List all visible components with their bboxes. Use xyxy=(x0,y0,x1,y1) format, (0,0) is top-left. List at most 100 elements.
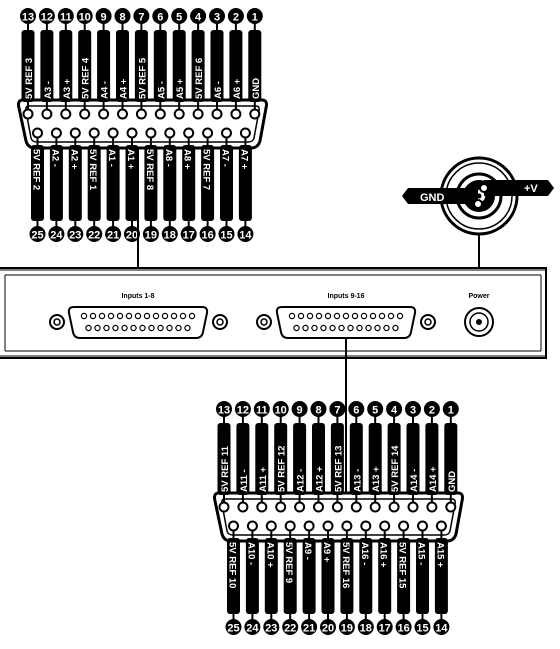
top-pin-hole-11 xyxy=(60,108,72,120)
port-hole xyxy=(342,312,350,320)
bottom-pin-hole-17 xyxy=(379,520,391,532)
top-pin-hole-10 xyxy=(79,108,91,120)
top-pin-number-9: 9 xyxy=(101,12,107,24)
port-hole xyxy=(134,312,142,320)
top-pin-7: 5V REF 5 7 xyxy=(133,8,150,120)
top-pin-25: 5V REF 225 xyxy=(29,127,46,242)
top-pin-number-19: 19 xyxy=(145,230,157,242)
top-pin-label-a8: A8 + xyxy=(182,149,193,170)
bottom-pin-label-a14: A14 + xyxy=(428,466,439,492)
bottom-pin-label-a13: A13 + xyxy=(371,466,382,492)
bottom-pin-hole-9 xyxy=(294,501,306,513)
top-pin-number-5: 5 xyxy=(176,12,182,24)
port-hole xyxy=(293,324,300,332)
bottom-pin-number-25: 25 xyxy=(227,623,239,635)
port-hole xyxy=(139,324,146,332)
bottom-pin-number-23: 23 xyxy=(265,623,277,635)
bottom-pin-hole-14 xyxy=(435,520,447,532)
port-hole xyxy=(396,312,404,320)
top-pin-label-5v-ref-5: 5V REF 5 xyxy=(137,57,148,99)
top-pin-label-a4: A4 - xyxy=(100,81,111,99)
port-hole xyxy=(184,324,191,332)
bottom-pin-18: A16 -18 xyxy=(357,520,374,635)
inputs-1-8-label: Inputs 1-8 xyxy=(121,293,154,300)
bottom-pin-number-20: 20 xyxy=(322,623,334,635)
top-pin-15: A7 -15 xyxy=(218,127,235,242)
top-pin-hole-5 xyxy=(173,108,185,120)
screw-post-right-2 xyxy=(420,314,436,330)
bottom-pin-3: A14 -3 xyxy=(405,401,421,513)
bottom-pin-number-1: 1 xyxy=(448,405,454,417)
power-plus-tag: +V xyxy=(479,180,554,196)
bottom-pin-15: A15 -15 xyxy=(414,520,431,635)
top-pin-number-10: 10 xyxy=(79,12,91,24)
top-pin-hole-20 xyxy=(126,127,138,139)
bottom-pin-hole-23 xyxy=(265,520,277,532)
bottom-pin-number-2: 2 xyxy=(429,405,435,417)
top-pin-number-7: 7 xyxy=(138,12,144,24)
port-hole xyxy=(157,324,164,332)
top-pin-label-a1: A1 + xyxy=(125,149,136,170)
port-hole xyxy=(378,312,386,320)
bottom-pin-4: 5V REF 144 xyxy=(386,401,403,513)
top-pin-label-5v-ref-7: 5V REF 7 xyxy=(201,149,212,190)
port-hole xyxy=(360,312,368,320)
bottom-pin-number-15: 15 xyxy=(416,623,428,635)
bottom-pin-number-7: 7 xyxy=(334,405,340,417)
top-pin-hole-22 xyxy=(88,127,100,139)
top-pin-hole-1 xyxy=(249,108,261,120)
top-pin-number-4: 4 xyxy=(195,12,202,24)
top-pin-22: 5V REF 122 xyxy=(86,127,103,242)
port-hole xyxy=(116,312,124,320)
port-hole xyxy=(324,312,332,320)
port-hole xyxy=(143,312,151,320)
bottom-pin-hole-15 xyxy=(417,520,428,532)
top-pin-hole-23 xyxy=(69,127,81,139)
top-pin-number-24: 24 xyxy=(50,230,63,242)
bottom-pin-label-gnd: GND xyxy=(447,471,458,492)
top-pin-hole-6 xyxy=(154,108,166,120)
top-pin-hole-4 xyxy=(192,108,204,120)
bottom-pin-12: A11 -12 xyxy=(234,401,251,513)
top-pin-label-a3: A3 - xyxy=(43,81,54,99)
port-hole xyxy=(107,312,115,320)
bottom-pin-number-6: 6 xyxy=(353,405,359,417)
top-pin-20: A1 +20 xyxy=(124,127,140,242)
port-hole xyxy=(302,324,309,332)
top-pin-number-23: 23 xyxy=(69,230,81,242)
bottom-pin-label-a12: A12 - xyxy=(296,469,307,492)
port-hole xyxy=(188,312,196,320)
port-hole xyxy=(333,312,341,320)
port-inputs-9-16 xyxy=(275,306,417,339)
top-pin-hole-21 xyxy=(107,127,119,139)
top-pin-hole-3 xyxy=(211,108,223,120)
bottom-pin-number-14: 14 xyxy=(435,623,448,635)
port-hole xyxy=(161,312,169,320)
bottom-pin-1: GND 1 xyxy=(442,401,459,513)
port-hole xyxy=(356,324,363,332)
bottom-pin-number-8: 8 xyxy=(315,405,321,417)
port-hole xyxy=(288,312,296,320)
bottom-pin-label-5v-ref-13: 5V REF 13 xyxy=(333,446,344,492)
port-hole xyxy=(94,324,101,332)
bottom-pin-label-5v-ref-11: 5V REF 11 xyxy=(220,445,231,492)
power-plug: GND +V xyxy=(402,156,554,236)
bottom-pin-label-a10: A10 - xyxy=(245,542,256,565)
top-pin-23: A2 + 23 xyxy=(67,127,84,242)
bottom-pin-number-5: 5 xyxy=(372,405,378,417)
top-pin-number-18: 18 xyxy=(164,230,176,242)
bottom-pin-hole-4 xyxy=(388,501,400,513)
bottom-pin-label-a9: A9 - xyxy=(302,542,313,560)
interface-unit: Inputs 1-8 Inputs 9-16 Power xyxy=(0,267,547,359)
top-pin-9: A4 - 9 xyxy=(95,8,112,120)
bottom-pin-number-11: 11 xyxy=(256,405,268,417)
port-hole xyxy=(347,324,354,332)
top-pin-label-a2: A2 + xyxy=(68,149,79,170)
top-pin-hole-25 xyxy=(32,127,43,139)
top-pin-hole-7 xyxy=(135,108,147,120)
